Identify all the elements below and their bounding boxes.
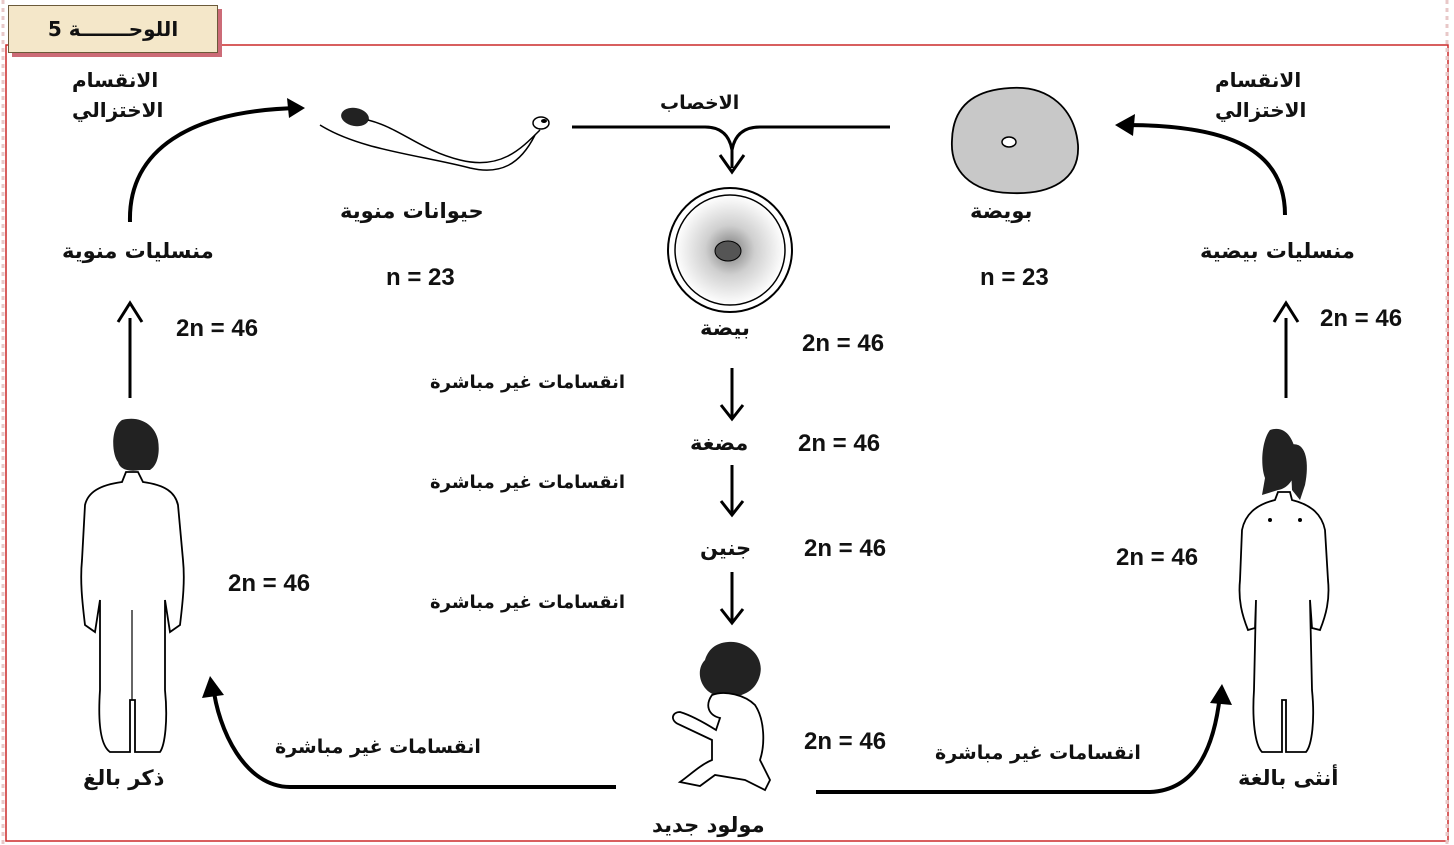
egg-chromosome-number: 2n = 46 bbox=[802, 330, 885, 357]
male-chromosome-number: 2n = 46 bbox=[228, 570, 311, 597]
mitosis-label-2: انقسامات غير مباشرة bbox=[430, 472, 626, 493]
meiosis-left-label-1: الانقسام bbox=[72, 68, 159, 92]
mitosis-to-female-label: انقسامات غير مباشرة bbox=[935, 742, 1141, 764]
embryo-label: جنين bbox=[700, 536, 752, 560]
spermatogonia-chromosome-number: 2n = 46 bbox=[176, 315, 259, 342]
morula-chromosome-number: 2n = 46 bbox=[798, 430, 881, 457]
embryo-chromosome-number: 2n = 46 bbox=[804, 535, 887, 562]
female-chromosome-number: 2n = 46 bbox=[1116, 544, 1199, 571]
ovum-chromosome-number: n = 23 bbox=[980, 264, 1049, 291]
mitosis-label-1: انقسامات غير مباشرة bbox=[430, 372, 626, 393]
newborn-label: مولود جديد bbox=[652, 813, 765, 837]
spermatogonia-label: منسليات منوية bbox=[62, 239, 214, 263]
meiosis-right-label-1: الانقسام bbox=[1215, 68, 1302, 92]
sperm-label: حيوانات منوية bbox=[340, 199, 484, 223]
meiosis-right-label-2: الاختزالي bbox=[1215, 98, 1307, 122]
egg-label: بيضة bbox=[700, 316, 750, 340]
meiosis-left-label-2: الاختزالي bbox=[72, 98, 164, 122]
adult-female-label: أنثى بالغة bbox=[1238, 766, 1339, 790]
mitosis-label-3: انقسامات غير مباشرة bbox=[430, 592, 626, 613]
fertilization-label: الاخصاب bbox=[660, 92, 740, 114]
newborn-chromosome-number: 2n = 46 bbox=[804, 728, 887, 755]
oogonia-chromosome-number: 2n = 46 bbox=[1320, 305, 1403, 332]
ovum-label: بويضة bbox=[970, 199, 1033, 223]
mitosis-to-male-label: انقسامات غير مباشرة bbox=[275, 736, 481, 758]
morula-label: مضغة bbox=[690, 431, 749, 455]
adult-male-label: ذكر بالغ bbox=[83, 766, 165, 790]
sperm-chromosome-number: n = 23 bbox=[386, 264, 455, 291]
plate-label: اللوحـــــــة 5 bbox=[8, 5, 218, 53]
oogonia-label: منسليات بيضية bbox=[1200, 239, 1355, 263]
